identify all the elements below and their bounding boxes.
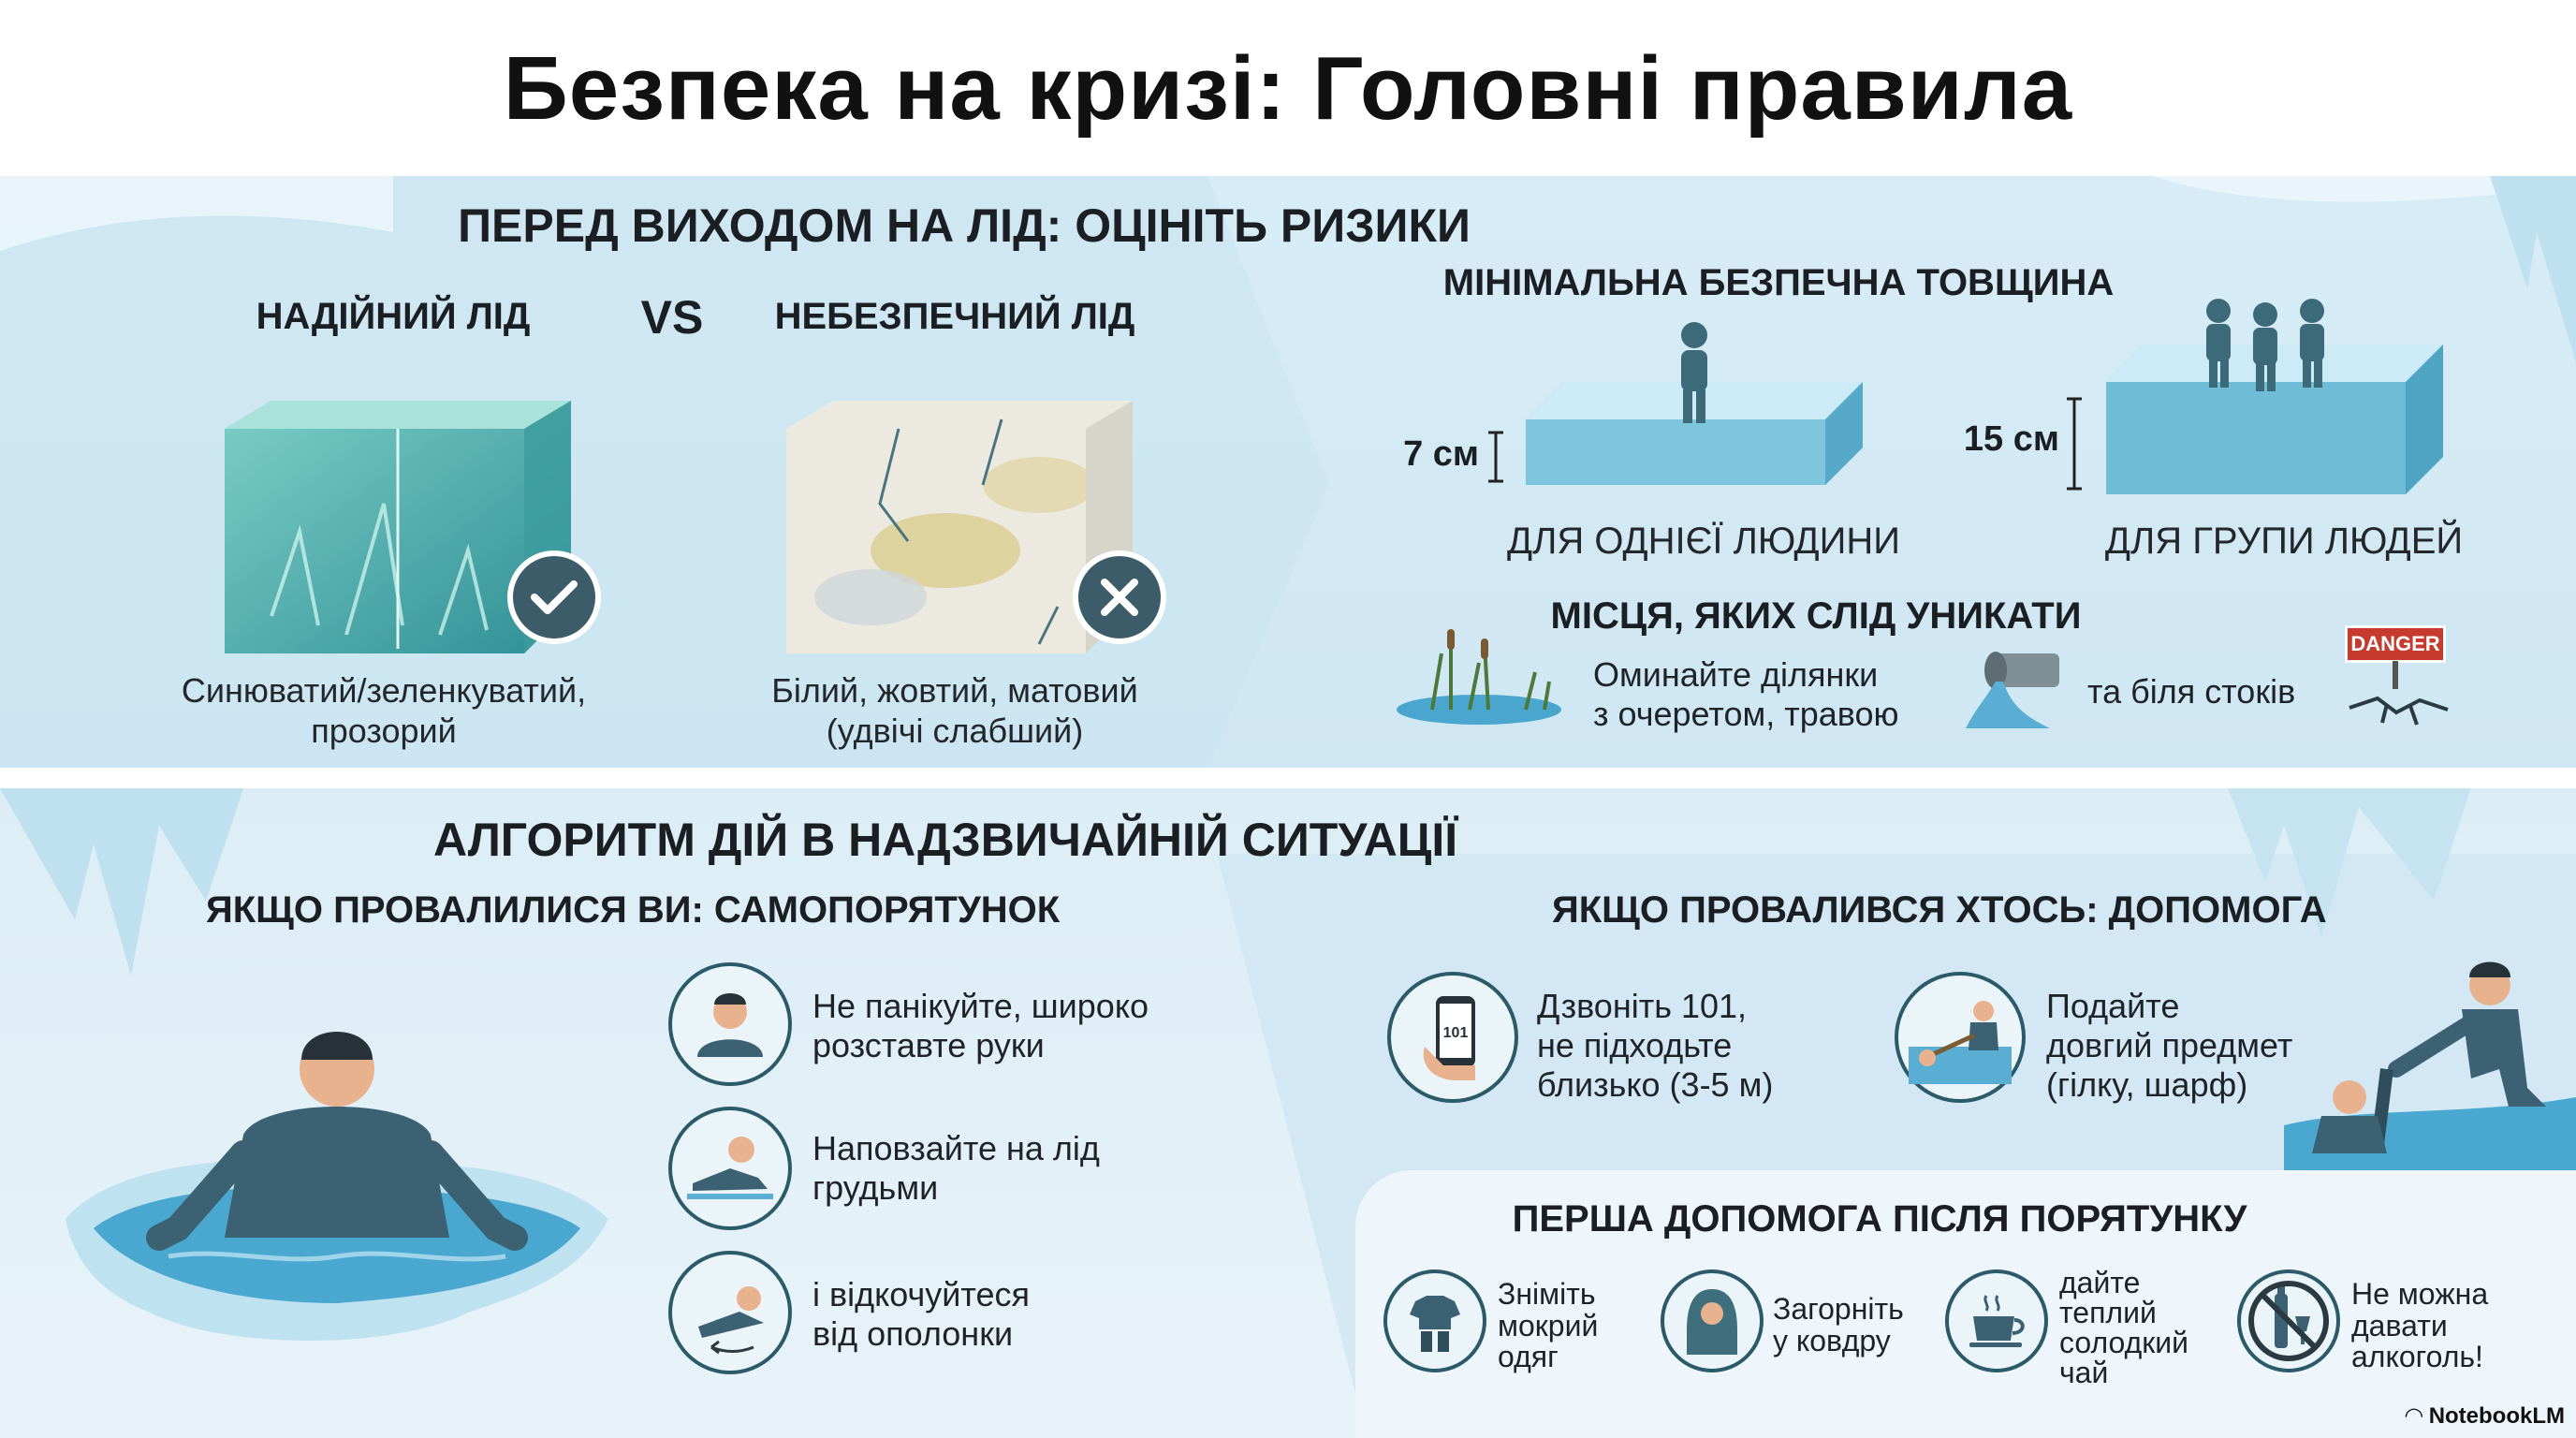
single-thickness-bracket bbox=[1488, 431, 1503, 483]
wet-clothes-icon bbox=[1383, 1269, 1486, 1372]
call-101-text: Дзвоніть 101, не підходьте близько (3-5 … bbox=[1537, 987, 1774, 1105]
dangerous-ice-caption: Білий, жовтий, матовий (удвічі слабший) bbox=[771, 671, 1138, 751]
self-step-3-text: і відкочуйтеся від ополонки bbox=[812, 1275, 1030, 1354]
pole-rescue-icon bbox=[1895, 972, 2026, 1103]
crawl-icon bbox=[668, 1107, 792, 1230]
single-thickness-label: ДЛЯ ОДНІЄЇ ЛЮДИНИ bbox=[1506, 521, 1901, 562]
phone-call-icon: 101 bbox=[1387, 972, 1518, 1103]
single-thickness-value: 7 см bbox=[1403, 434, 1479, 474]
stay-calm-icon bbox=[668, 962, 792, 1086]
check-icon bbox=[507, 550, 601, 644]
notebooklm-logo-icon: ◠ bbox=[2405, 1403, 2429, 1429]
self-rescue-heading: ЯКЩО ПРОВАЛИЛИСЯ ВИ: САМОПОРЯТУНОК bbox=[206, 889, 1061, 931]
roll-away-icon bbox=[668, 1251, 792, 1374]
rescuer-helping-image bbox=[2284, 961, 2576, 1181]
first-aid-tea-text: дайте теплий солодкий чай bbox=[2059, 1266, 2188, 1389]
thick-ice-slab-image bbox=[2106, 299, 2443, 494]
before-heading: ПЕРЕД ВИХОДОМ НА ЛІД: ОЦІНІТЬ РИЗИКИ bbox=[458, 199, 1471, 252]
notebooklm-credit: ◠ NotebookLM bbox=[2405, 1403, 2565, 1429]
group-thickness-bracket bbox=[2067, 397, 2082, 491]
pass-object-text: Подайте довгий предмет (гілку, шарф) bbox=[2046, 987, 2293, 1105]
group-thickness-label: ДЛЯ ГРУПИ ЛЮДЕЙ bbox=[2104, 521, 2464, 562]
dangerous-ice-label: НЕБЕЗПЕЧНИЙ ЛІД bbox=[774, 296, 1135, 337]
thin-ice-slab-image bbox=[1526, 322, 1863, 485]
emergency-panel: АЛГОРИТМ ДІЙ В НАДЗВИЧАЙНІЙ СИТУАЦІЇ ЯКЩ… bbox=[0, 788, 2576, 1438]
first-aid-blanket-text: Загорніть у ковдру bbox=[1773, 1292, 1904, 1357]
reeds-icon bbox=[1397, 629, 1561, 725]
avoid-drains-text: та біля стоків bbox=[2087, 672, 2296, 711]
avoid-heading: МІСЦЯ, ЯКИХ СЛІД УНИКАТИ bbox=[1550, 595, 2082, 637]
first-aid-heading: ПЕРША ДОПОМОГА ПІСЛЯ ПОРЯТУНКУ bbox=[1512, 1198, 2247, 1240]
cross-icon bbox=[1073, 550, 1166, 644]
vs-label: VS bbox=[640, 291, 704, 344]
cracked-ice-icon bbox=[2349, 661, 2449, 726]
first-aid-no-alcohol-text: Не можна давати алкоголь! bbox=[2351, 1277, 2489, 1374]
thickness-heading: МІНІМАЛЬНА БЕЗПЕЧНА ТОВЩИНА bbox=[1442, 262, 2115, 303]
help-others-heading: ЯКЩО ПРОВАЛИВСЯ ХТОСЬ: ДОПОМОГА bbox=[1552, 889, 2327, 931]
phone-number-label: 101 bbox=[1443, 1025, 1469, 1041]
page-title: Безпека на кризі: Головні правила bbox=[503, 38, 2073, 139]
blanket-icon bbox=[1661, 1269, 1764, 1372]
risk-assessment-panel: ПЕРЕД ВИХОДОМ НА ЛІД: ОЦІНІТЬ РИЗИКИ НАД… bbox=[0, 176, 2576, 768]
danger-sign: DANGER bbox=[2345, 625, 2446, 663]
no-alcohol-icon bbox=[2237, 1269, 2340, 1372]
self-step-2-text: Наповзайте на лід грудьми bbox=[812, 1129, 1100, 1208]
reliable-ice-label: НАДІЙНИЙ ЛІД bbox=[256, 296, 531, 337]
reliable-ice-caption: Синюватий/зеленкуватий, прозорий bbox=[181, 671, 587, 751]
person-in-ice-hole-image bbox=[66, 1032, 608, 1341]
group-thickness-value: 15 см bbox=[1963, 419, 2059, 459]
avoid-reeds-text: Оминайте ділянки з очеретом, травою bbox=[1593, 655, 1899, 734]
tea-cup-icon bbox=[1945, 1269, 2048, 1372]
emergency-heading: АЛГОРИТМ ДІЙ В НАДЗВИЧАЙНІЙ СИТУАЦІЇ bbox=[432, 814, 1458, 866]
first-aid-remove-clothes-text: Зніміть мокрий одяг bbox=[1498, 1277, 1599, 1374]
self-step-1-text: Не панікуйте, широко розставте руки bbox=[812, 987, 1149, 1065]
drain-pipe-icon bbox=[1966, 652, 2059, 728]
